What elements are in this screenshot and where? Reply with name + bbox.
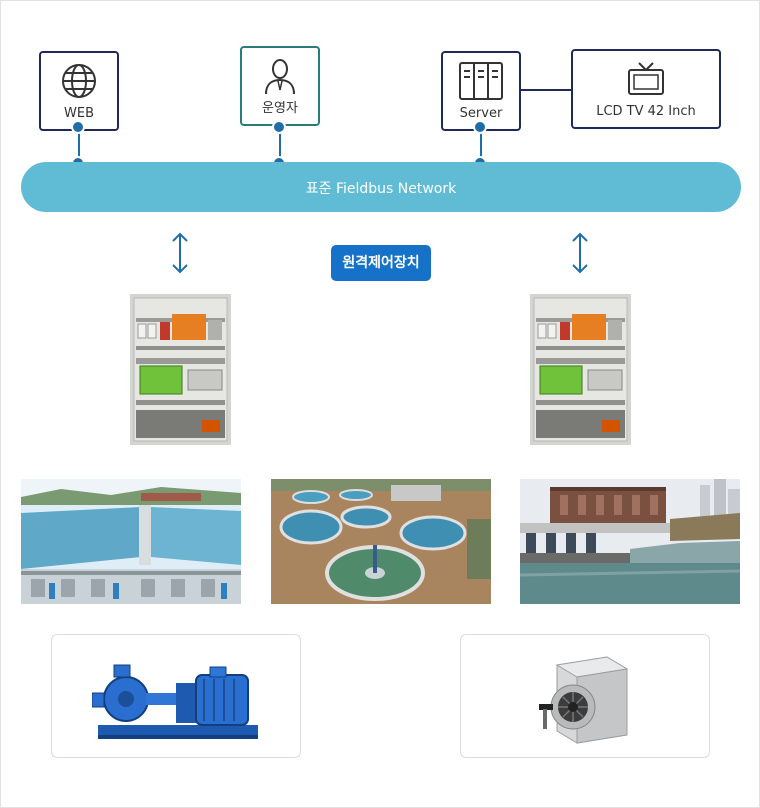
- tv-icon: [626, 59, 666, 103]
- pump-station-river-photo: [520, 479, 740, 604]
- centrifugal-pump-image: [92, 664, 258, 739]
- server-connector-top-dot: [473, 120, 487, 134]
- remote-control-badge: 원격제어장치: [331, 245, 431, 281]
- control-panel-photo-right: [530, 294, 631, 445]
- centrifugal-pump-card: [51, 634, 301, 758]
- web-node: WEB: [39, 51, 119, 131]
- operator-connector: [279, 126, 281, 162]
- web-connector-top-dot: [71, 120, 85, 134]
- water-treatment-basin-photo: [21, 479, 241, 604]
- fieldbus-label: 표준 Fieldbus Network: [305, 181, 457, 197]
- control-panel-photo-left: [130, 294, 231, 445]
- operator-label: 운영자: [262, 101, 298, 116]
- centrifugal-fan-card: [460, 634, 710, 758]
- web-label: WEB: [64, 106, 94, 121]
- centrifugal-fan-image: [539, 656, 629, 744]
- tv-label: LCD TV 42 Inch: [596, 104, 696, 119]
- server-label: Server: [459, 106, 503, 121]
- fieldbus-network: 표준 Fieldbus Network: [21, 162, 741, 212]
- operator-connector-top-dot: [272, 120, 286, 134]
- right-bidirectional-arrow: [572, 232, 588, 274]
- left-bidirectional-arrow: [172, 232, 188, 274]
- sewage-clarifier-photo: [271, 479, 491, 604]
- operator-icon: [260, 56, 300, 100]
- server-connector: [480, 131, 482, 162]
- tv-node: LCD TV 42 Inch: [571, 49, 721, 129]
- server-icon: [458, 61, 504, 105]
- web-connector: [78, 131, 80, 162]
- globe-icon: [59, 61, 99, 105]
- operator-node: 운영자: [240, 46, 320, 126]
- server-tv-link: [521, 89, 572, 91]
- server-node: Server: [441, 51, 521, 131]
